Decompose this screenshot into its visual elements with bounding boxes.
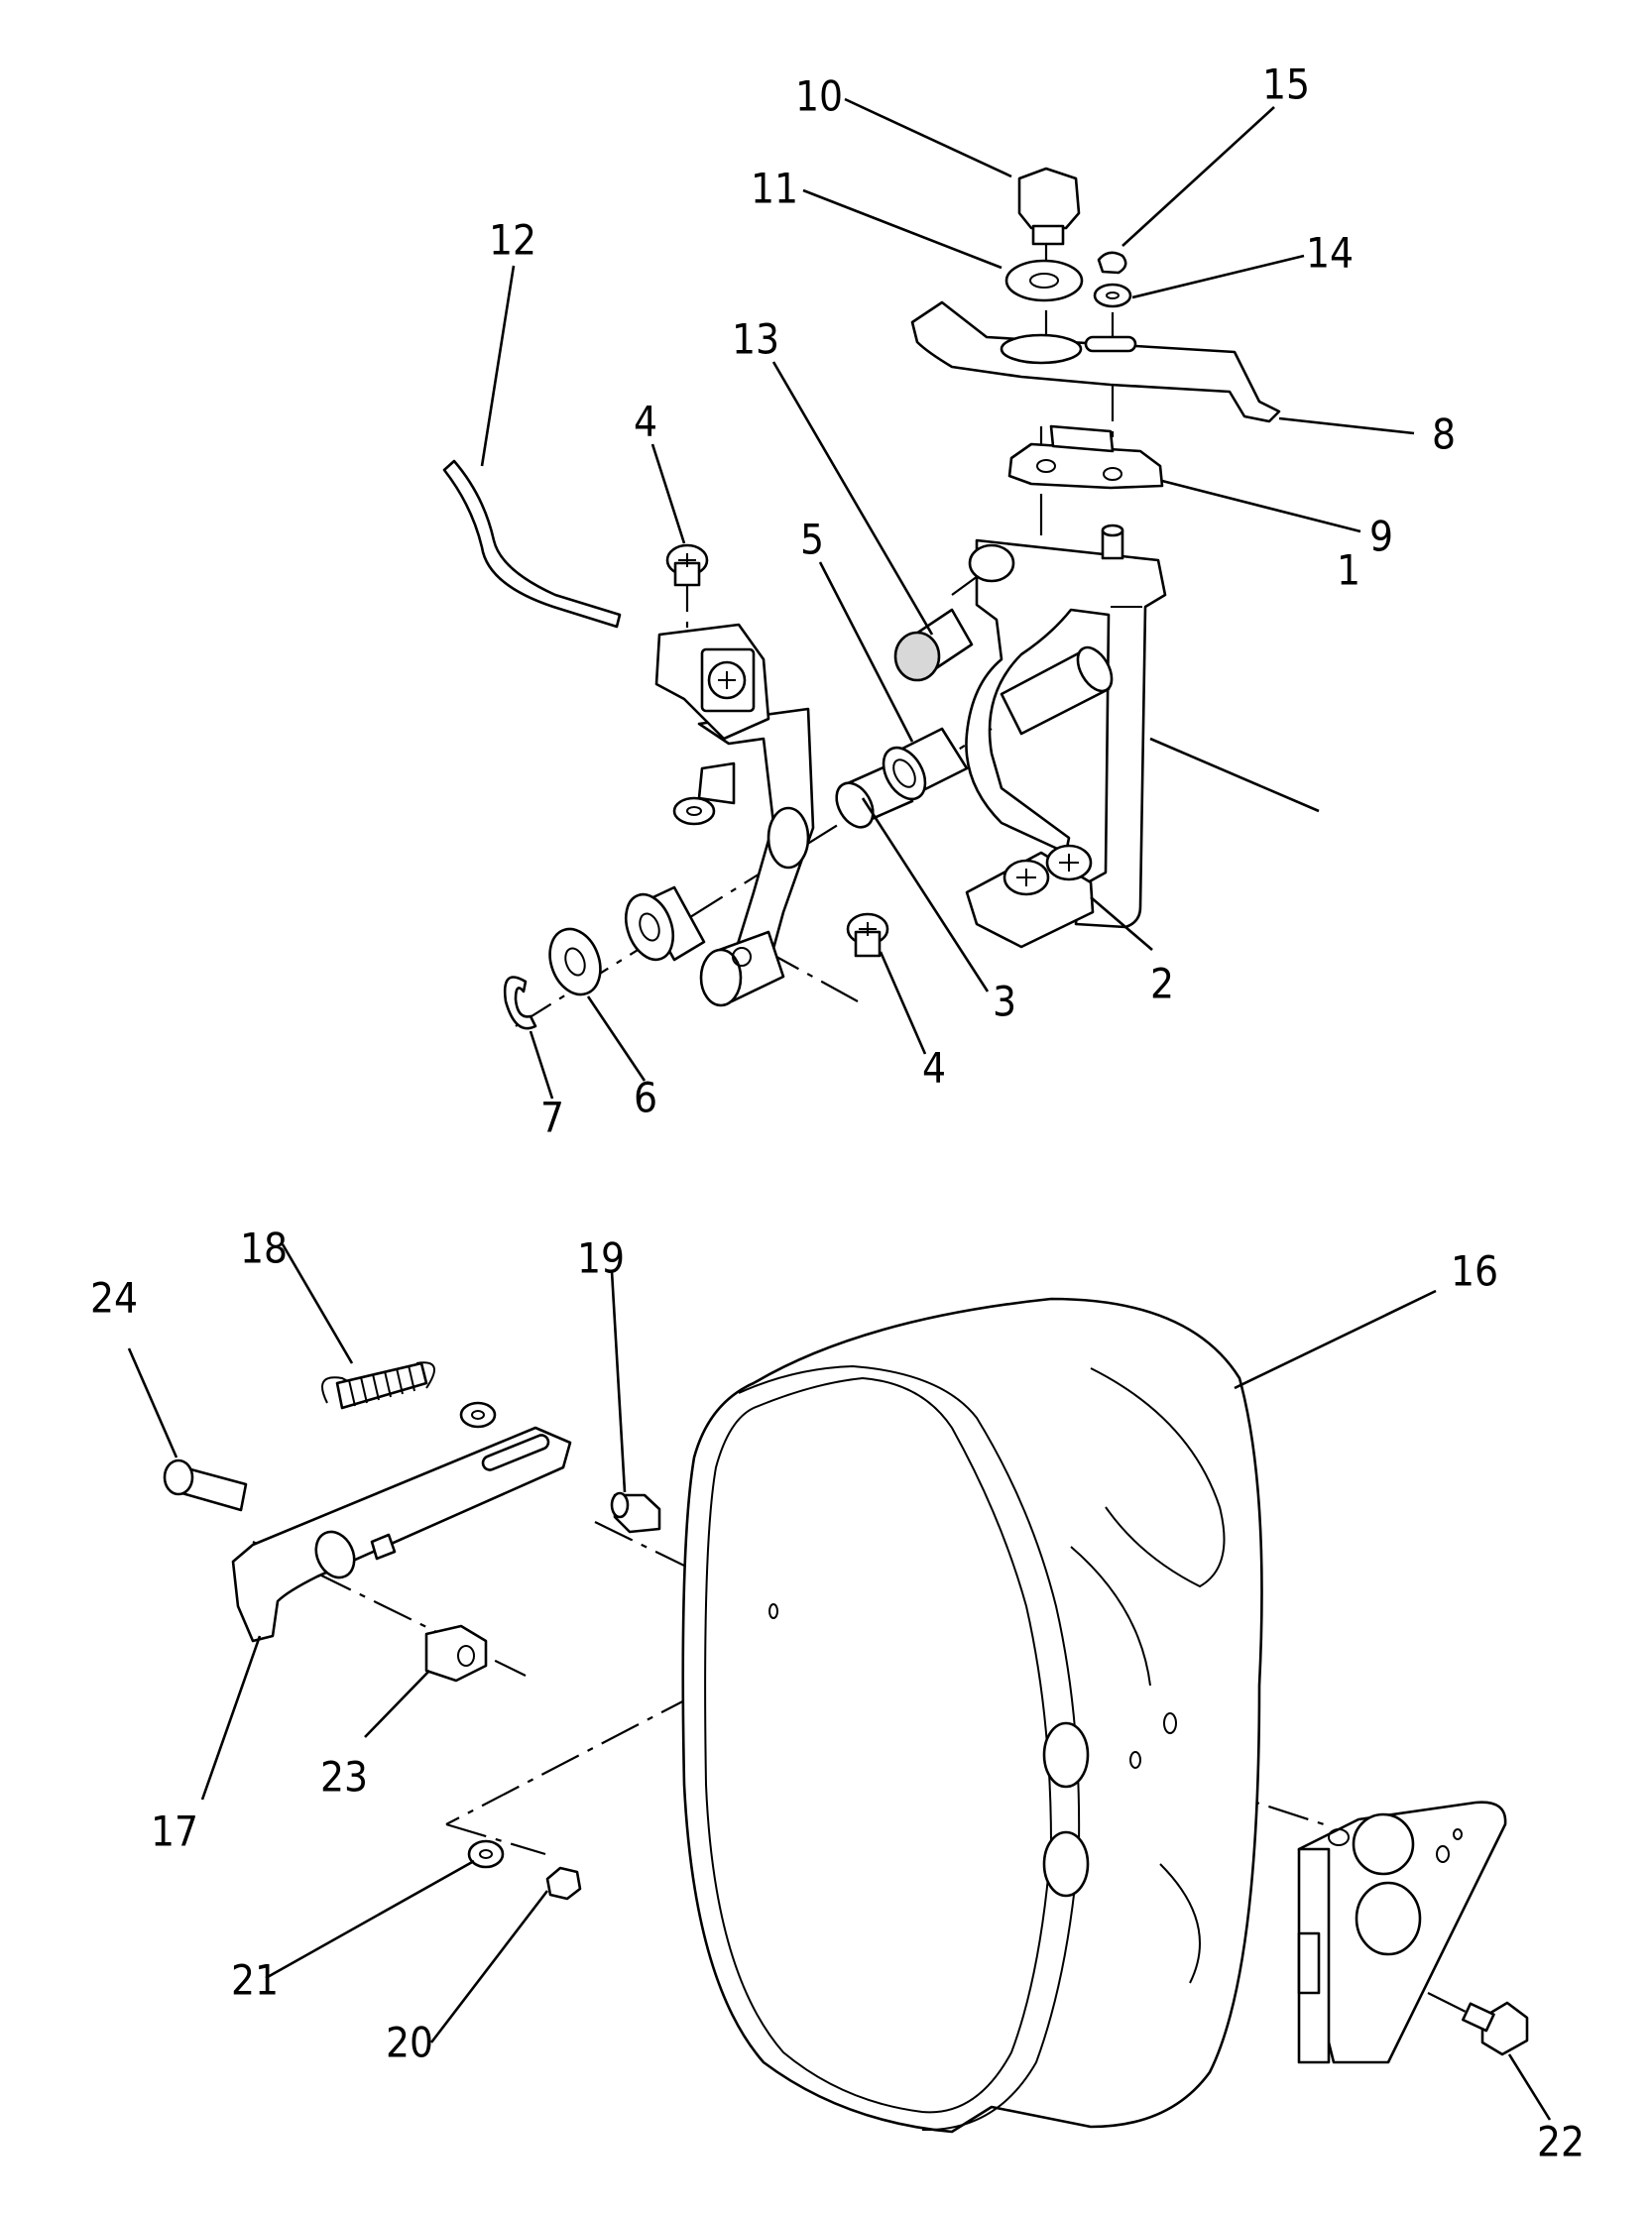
label-part-2: 2	[1150, 960, 1174, 1008]
label-part-17: 17	[151, 1808, 198, 1856]
label-part-8: 8	[1432, 410, 1456, 459]
part-12-wire-rod	[442, 459, 622, 629]
part-16-housing-cover	[681, 1297, 1263, 2134]
part-23-nut	[424, 1624, 488, 1683]
label-part-12: 12	[489, 216, 536, 265]
label-part-4-lower: 4	[922, 1044, 946, 1093]
label-part-3: 3	[993, 978, 1016, 1026]
part-labels: 1 2 3 4 4 5 6 7 8 9 10 11 12 13 14 15 16…	[90, 60, 1585, 2166]
part-13-bolt	[893, 608, 974, 682]
part-4-screw-lower	[846, 912, 889, 958]
label-part-1: 1	[1337, 546, 1360, 595]
part-20-nut	[545, 1866, 582, 1901]
part-5-bushing	[882, 727, 969, 801]
part-6-washer	[548, 927, 602, 996]
label-part-22: 22	[1537, 2118, 1585, 2166]
label-part-21: 21	[231, 1956, 279, 2005]
part-21-washer	[467, 1839, 505, 1869]
part-22-bolt	[1462, 2001, 1529, 2056]
label-part-18: 18	[240, 1225, 288, 1273]
label-part-13: 13	[732, 315, 779, 364]
small-washer-lever	[672, 796, 716, 826]
hinge-plate	[1297, 1801, 1507, 2064]
label-part-15: 15	[1262, 60, 1310, 109]
label-part-9: 9	[1369, 513, 1393, 561]
leader-lines	[127, 97, 1552, 2121]
part-1-main-bracket	[965, 538, 1167, 929]
label-part-4-upper: 4	[634, 398, 657, 446]
part-15-e-ring	[1097, 251, 1127, 275]
part-14-small-washer	[1093, 283, 1132, 308]
label-part-11: 11	[751, 165, 798, 213]
label-part-16: 16	[1451, 1247, 1498, 1296]
part-24-shoulder-bolt	[163, 1458, 248, 1512]
label-part-19: 19	[577, 1234, 625, 1283]
part-17-lever-plate	[231, 1426, 572, 1643]
part-4-screw-upper	[665, 543, 709, 587]
part-9-spacer-plate	[1007, 424, 1164, 490]
upper-assembly	[442, 167, 1281, 1030]
part-11-washer	[1004, 259, 1084, 302]
bracket-stud	[1101, 524, 1124, 560]
part-18-spring	[321, 1361, 435, 1410]
part-3-shaft	[835, 645, 1114, 829]
label-part-6: 6	[634, 1074, 657, 1122]
label-part-14: 14	[1306, 229, 1354, 278]
label-part-5: 5	[800, 516, 824, 564]
label-part-24: 24	[90, 1274, 138, 1323]
label-part-7: 7	[540, 1094, 564, 1142]
part-7-e-ring	[503, 976, 537, 1030]
lever-end-collar	[699, 930, 785, 1007]
part-19-shoulder-pin	[610, 1491, 661, 1534]
label-part-20: 20	[386, 2019, 433, 2067]
lower-assembly	[163, 1297, 1529, 2134]
part-10-knob	[1017, 167, 1081, 246]
label-part-10: 10	[795, 72, 843, 121]
spring-washer	[459, 1401, 497, 1429]
lower-bushing	[624, 885, 706, 962]
label-part-23: 23	[320, 1753, 368, 1802]
part-8-top-plate	[910, 300, 1281, 423]
part-2-clamp-block	[965, 844, 1095, 949]
lever-arm	[654, 623, 815, 969]
